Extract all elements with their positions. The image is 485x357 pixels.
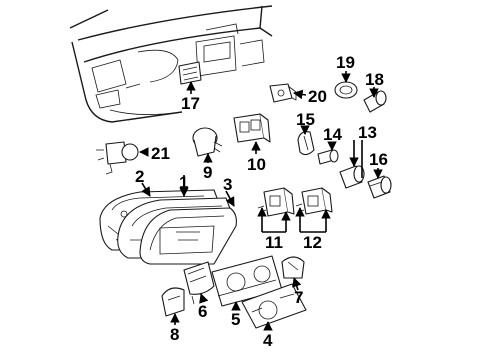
part-20-socket xyxy=(269,83,297,103)
part-6-gauge xyxy=(183,261,215,305)
part-18-socket xyxy=(363,90,387,113)
part-7-gauge xyxy=(281,256,305,279)
part-3-cluster-lens xyxy=(139,207,237,265)
callout-17: 17 xyxy=(181,94,200,113)
callout-3: 3 xyxy=(223,175,232,194)
part-15-holder xyxy=(297,131,315,156)
callout-15: 15 xyxy=(296,110,315,129)
callout-6: 6 xyxy=(198,302,207,321)
leader-lines xyxy=(139,71,383,331)
callout-8: 8 xyxy=(170,325,179,344)
callout-16: 16 xyxy=(369,150,388,169)
callout-14: 14 xyxy=(323,125,342,144)
callout-labels: 1 2 3 4 5 6 7 8 9 10 11 12 13 14 15 16 1… xyxy=(135,53,388,350)
part-11-switch xyxy=(257,187,295,217)
callout-10: 10 xyxy=(247,155,266,174)
callout-19: 19 xyxy=(336,53,355,72)
callout-4: 4 xyxy=(263,331,273,350)
part-17-switch xyxy=(178,61,202,85)
callout-7: 7 xyxy=(294,288,303,307)
callout-5: 5 xyxy=(231,310,240,329)
callout-1: 1 xyxy=(179,173,188,192)
callout-12: 12 xyxy=(303,233,322,252)
part-14-plug xyxy=(317,149,339,165)
part-10-switch xyxy=(233,113,271,143)
part-8-gauge-face xyxy=(161,287,185,317)
part-9-switch xyxy=(192,127,223,157)
callout-11: 11 xyxy=(265,233,283,252)
part-13-lighter xyxy=(339,165,365,189)
part-16-lighter-knob xyxy=(367,175,392,199)
part-4-face-plate xyxy=(241,283,307,329)
part-19-ring xyxy=(334,81,358,99)
callout-2: 2 xyxy=(135,167,144,186)
part-21-ignition-lock xyxy=(96,141,139,175)
callout-13: 13 xyxy=(358,123,377,142)
callout-20: 20 xyxy=(308,87,327,106)
callout-9: 9 xyxy=(203,163,212,182)
dashboard-outline xyxy=(69,5,273,123)
callout-21: 21 xyxy=(151,144,170,163)
callout-18: 18 xyxy=(365,70,384,89)
